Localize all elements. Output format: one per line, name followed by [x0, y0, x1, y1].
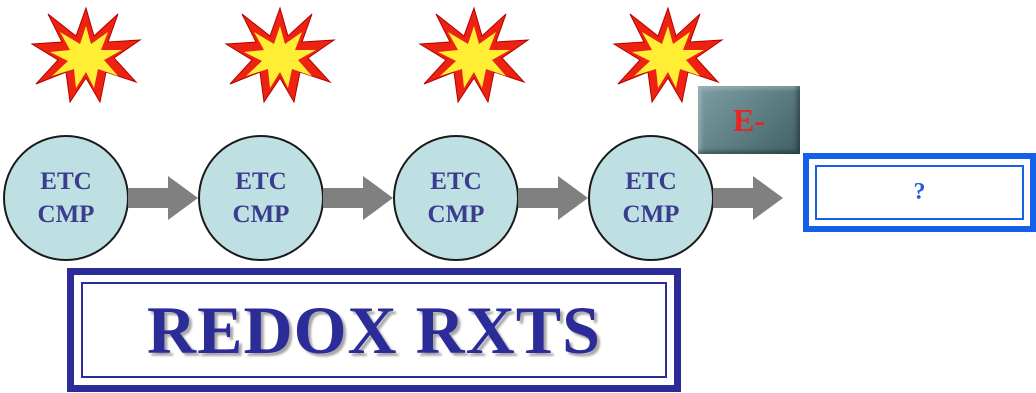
node-label-line1: ETC: [40, 168, 92, 195]
node-label-line2: CMP: [37, 201, 95, 228]
redox-title: REDOX RXTS: [147, 291, 601, 368]
etc-cmp-node-1: ETC CMP: [3, 135, 129, 261]
explosion-icon: [30, 6, 142, 104]
arrow-right-icon: [323, 176, 393, 220]
arrow-right-icon: [518, 176, 588, 220]
redox-title-box: REDOX RXTS: [67, 268, 681, 392]
node-label-line1: ETC: [430, 168, 482, 195]
etc-cmp-node-3: ETC CMP: [393, 135, 519, 261]
etc-cmp-node-4: ETC CMP: [588, 135, 714, 261]
output-label: ?: [913, 179, 926, 205]
node-label-line2: CMP: [427, 201, 485, 228]
node-label-line1: ETC: [235, 168, 287, 195]
explosion-icon: [224, 6, 336, 104]
arrow-right-icon: [713, 176, 783, 220]
electron-label-tile: E-: [698, 86, 800, 154]
node-label-line2: CMP: [622, 201, 680, 228]
explosion-icon: [418, 6, 530, 104]
node-label-line1: ETC: [625, 168, 677, 195]
node-label-line2: CMP: [232, 201, 290, 228]
output-box: ?: [803, 153, 1036, 232]
arrow-right-icon: [128, 176, 198, 220]
electron-label: E-: [733, 101, 765, 138]
explosion-icon: [612, 6, 724, 104]
etc-cmp-node-2: ETC CMP: [198, 135, 324, 261]
